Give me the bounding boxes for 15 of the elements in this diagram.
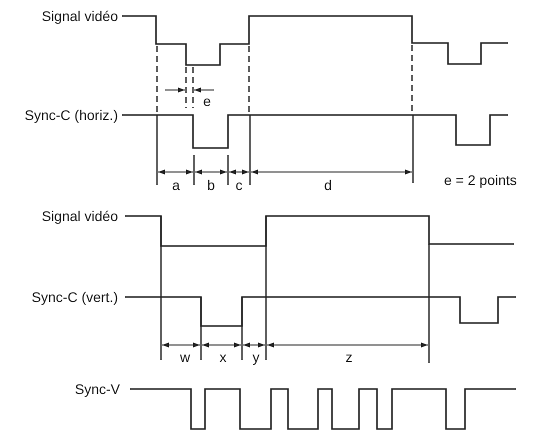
dimension-label: d — [324, 177, 332, 193]
dimension-label: z — [346, 349, 352, 365]
signal-name: Signal vidéo — [42, 8, 118, 24]
signal-name: Sync-C (horiz.) — [24, 107, 118, 123]
dimension-label: y — [252, 349, 260, 365]
signal-name: Sync-V — [74, 381, 120, 397]
note: e = 2 points — [444, 172, 517, 188]
dimension-label: x — [220, 349, 226, 365]
dimension-label: c — [236, 177, 242, 193]
dimension-label: e — [203, 93, 211, 109]
dimension-label: a — [172, 177, 180, 193]
dimension-label: w — [180, 349, 190, 365]
signal-name: Sync-C (vert.) — [32, 289, 118, 305]
dimension-label: b — [207, 177, 215, 193]
signal-name: Signal vidéo — [42, 208, 118, 224]
